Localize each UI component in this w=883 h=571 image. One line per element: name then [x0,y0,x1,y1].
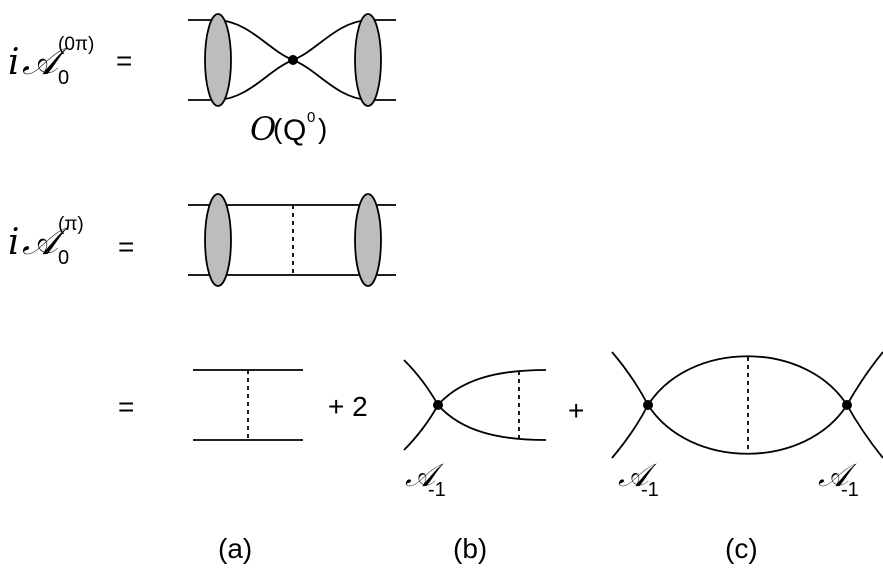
order-annotation: O ( Q 0 ) [250,109,327,148]
loop-line-top [437,369,547,406]
caption-c: (c) [725,533,758,564]
external-line [403,404,439,451]
term-b-diagram [403,359,547,451]
operator-plus: + [568,395,584,426]
vertex-amplitude-subscript: -1 [641,479,659,501]
term-a-diagram [193,369,303,441]
loop-line-bottom [647,404,848,455]
equals-sign: = [118,391,134,422]
equation-row-2: i 𝒜 0 (π) = [8,193,396,287]
bound-state-blob-left [204,13,232,107]
external-line [611,351,649,406]
external-line [846,351,883,406]
caption-b: (b) [453,533,487,564]
equation-row-3: = (a) + 2 𝒜 -1 (b) + [118,351,883,564]
operator-plus-two: + 2 [328,391,368,422]
contact-vertex-right [842,400,852,410]
equation-row-1: i 𝒜 0 (0π) = O ( Q 0 ) [8,13,396,148]
caption-a: (a) [218,533,252,564]
lhs-superscript: (0π) [58,34,94,55]
term-c-diagram [611,351,883,459]
equals-sign: = [116,45,132,76]
vertex-amplitude-subscript: -1 [428,479,446,501]
contact-vertex [433,400,443,410]
one-pion-exchange-diagram [188,193,396,287]
vertex-label-c-left: 𝒜 -1 [618,456,659,501]
order-base: Q [283,114,306,147]
lhs-prefix-i: i [8,42,20,83]
bound-state-blob-left [204,193,232,287]
order-close-paren: ) [318,113,327,144]
order-symbol: O [250,110,276,148]
external-line [611,404,649,459]
propagator-line [217,59,369,101]
order-superscript: 0 [307,109,315,126]
contact-vertex [288,55,298,65]
loop-line-top [647,355,848,406]
lhs-subscript: 0 [58,67,69,89]
vertex-amplitude-subscript: -1 [841,479,859,501]
equals-sign: = [118,231,134,262]
contact-diagram [188,13,396,107]
external-line [403,359,439,406]
bound-state-blob-right [354,13,382,107]
bound-state-blob-right [354,193,382,287]
lhs-superscript: (π) [58,214,84,235]
vertex-label-c-right: 𝒜 -1 [818,456,859,501]
external-line [846,404,883,459]
propagator-line [217,19,369,61]
lhs-prefix-i: i [8,222,20,263]
order-open-paren: ( [273,113,283,144]
vertex-label-b: 𝒜 -1 [405,456,446,501]
contact-vertex-left [643,400,653,410]
lhs-subscript: 0 [58,247,69,269]
loop-line-bottom [437,404,547,441]
